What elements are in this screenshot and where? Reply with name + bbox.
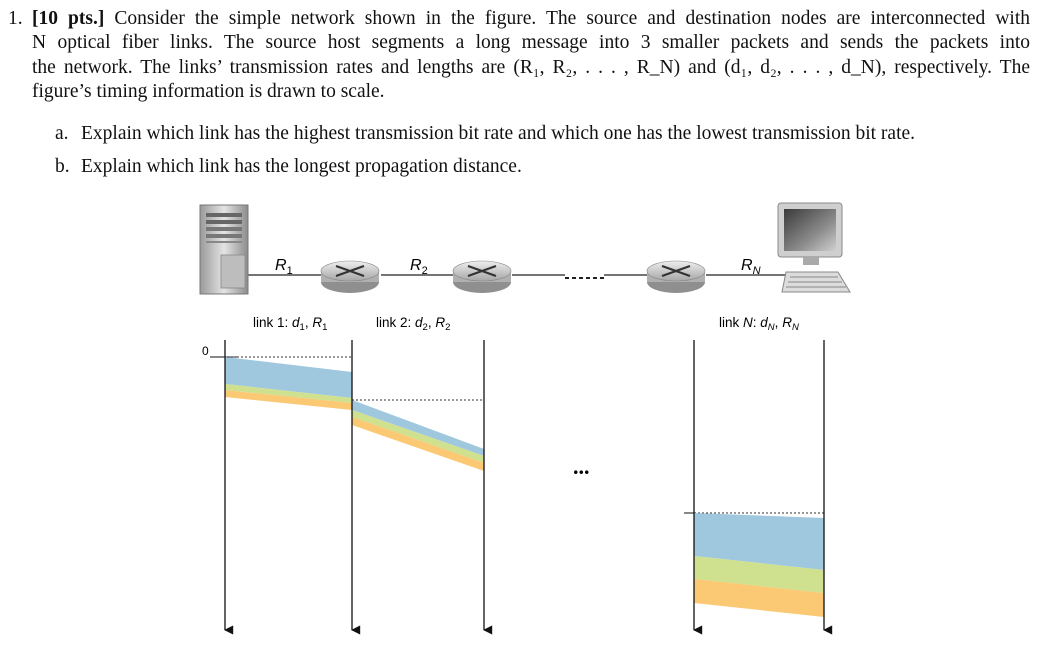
question-number: 1. — [8, 8, 23, 29]
link-1-packet-3 — [225, 390, 352, 410]
link-2-label: link 2: d2, R2 — [376, 315, 450, 333]
part-a-label: a. — [55, 123, 69, 144]
destination-host-icon — [777, 202, 851, 293]
link-2-packet-2 — [352, 410, 484, 463]
time-origin-label: 0 — [202, 344, 209, 358]
router-n-icon — [646, 260, 706, 293]
question-line-2: N optical fiber links. The source host s… — [32, 32, 1030, 54]
part-a-text: Explain which link has the highest trans… — [81, 123, 916, 144]
link-n-label: link N: dN, RN — [719, 315, 799, 333]
link-n-packet-2 — [694, 556, 824, 593]
router-1-icon — [320, 260, 380, 293]
part-b-text: Explain which link has the longest propa… — [81, 156, 522, 177]
link-1-packet-2 — [225, 384, 352, 403]
question-line-4: figure’s timing information is drawn to … — [32, 80, 385, 102]
question-line-1: [10 pts.] Consider the simple network sh… — [32, 8, 1031, 29]
part-b-label: b. — [55, 156, 70, 177]
part-a: a. Explain which link has the highest tra… — [55, 122, 915, 146]
source-host-icon — [199, 204, 249, 295]
router-2-icon — [452, 260, 512, 293]
rate-label-r2: R2 — [410, 257, 428, 277]
link-n-packet-3 — [694, 579, 824, 617]
rate-label-rn: RN — [741, 257, 761, 277]
link-1-packet-1 — [225, 357, 352, 398]
link-2-packet-3 — [352, 417, 484, 471]
middle-ellipsis: ... — [573, 454, 590, 479]
link-2-packet-1 — [352, 400, 484, 456]
rate-label-r1: R1 — [275, 257, 293, 277]
link-1-label: link 1: d1, R1 — [253, 315, 327, 333]
question-line-3: the network. The links’ transmission rat… — [32, 56, 1030, 78]
part-b: b. Explain which link has the longest pro… — [55, 155, 522, 179]
points-label: [10 pts.] — [32, 8, 105, 29]
link-n-packet-1 — [694, 513, 824, 570]
question-block: 1. [10 pts.] Consider the simple network… — [8, 7, 1030, 104]
question-body: [10 pts.] Consider the simple network sh… — [32, 7, 1030, 104]
